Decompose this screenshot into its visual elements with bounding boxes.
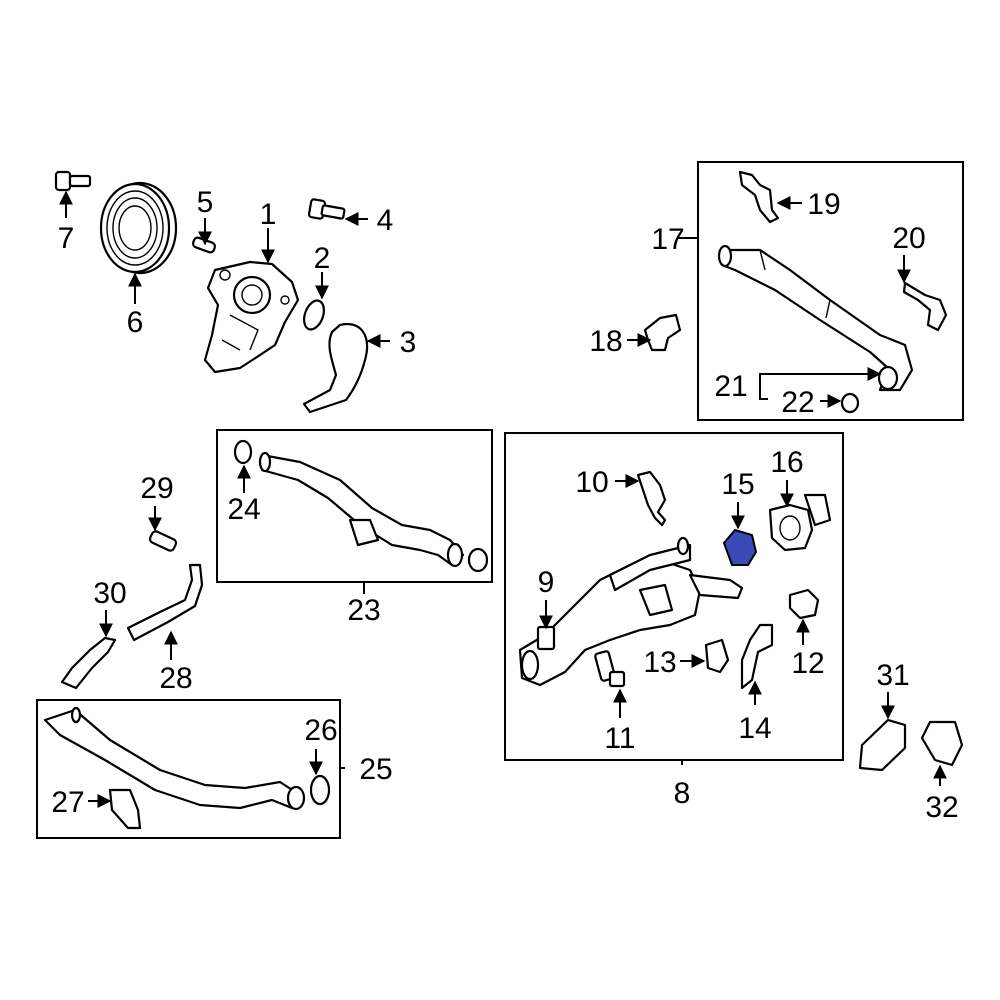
callout-13: 13	[643, 646, 676, 679]
part-11-sensor[interactable]	[594, 650, 626, 688]
callout-23: 23	[347, 594, 380, 627]
part-3-gasket[interactable]	[302, 322, 369, 414]
callout-8: 8	[674, 777, 691, 810]
callout-9: 9	[538, 566, 555, 599]
callout-17: 17	[651, 223, 684, 256]
callout-15: 15	[721, 468, 754, 501]
part-30-hose[interactable]	[60, 636, 117, 690]
callout-4: 4	[377, 204, 394, 237]
part-32-gasket[interactable]	[920, 720, 964, 767]
part-15-thermostat[interactable]	[722, 528, 758, 566]
callout-6: 6	[127, 306, 144, 339]
callout-19: 19	[807, 188, 840, 221]
part-22-o-ring[interactable]	[840, 392, 860, 414]
part-1-water-pump[interactable]	[203, 260, 300, 374]
part-25-pipe[interactable]	[43, 706, 306, 811]
callout-28: 28	[159, 662, 192, 695]
part-24-o-ring[interactable]	[233, 439, 253, 465]
callout-12: 12	[791, 647, 824, 680]
part-4-bolt[interactable]	[307, 198, 346, 220]
part-29-fitting[interactable]	[148, 530, 178, 552]
part-26-o-ring[interactable]	[309, 774, 331, 806]
group-box-23	[216, 429, 493, 583]
callout-3: 3	[400, 326, 417, 359]
callout-10: 10	[575, 466, 608, 499]
part-28-pipe[interactable]	[126, 563, 204, 642]
callout-32: 32	[925, 791, 958, 824]
callout-31: 31	[876, 659, 909, 692]
part-8-thermostat-housing[interactable]	[518, 536, 744, 687]
part-12-connector[interactable]	[788, 588, 820, 620]
callout-5: 5	[197, 186, 214, 219]
callout-11: 11	[604, 722, 635, 755]
part-14-bracket[interactable]	[740, 623, 774, 690]
part-17-pipe[interactable]	[717, 244, 914, 392]
part-18-bracket[interactable]	[643, 313, 682, 352]
callout-1: 1	[260, 198, 277, 231]
callout-21: 21	[714, 370, 747, 403]
part-23-o-ring-end[interactable]	[467, 547, 489, 573]
callout-7: 7	[58, 222, 75, 255]
part-9-bracket[interactable]	[536, 625, 556, 651]
callout-29: 29	[140, 472, 173, 505]
part-20-bracket[interactable]	[902, 281, 948, 332]
callout-25: 25	[359, 753, 392, 786]
part-6-pulley[interactable]	[99, 181, 178, 275]
group-box-17	[697, 161, 964, 421]
part-19-bracket[interactable]	[738, 170, 780, 224]
part-23-pipe[interactable]	[258, 451, 465, 568]
callout-20: 20	[892, 222, 925, 255]
callout-26: 26	[304, 714, 337, 747]
part-7-bolt[interactable]	[54, 170, 92, 192]
callout-18: 18	[589, 325, 622, 358]
callout-22: 22	[781, 386, 814, 419]
callout-16: 16	[770, 446, 803, 479]
part-13-clip[interactable]	[704, 638, 730, 674]
part-31-gasket[interactable]	[858, 718, 907, 772]
part-10-sensor[interactable]	[636, 470, 667, 527]
callout-24: 24	[227, 493, 260, 526]
part-27-bracket[interactable]	[108, 788, 142, 830]
callout-30: 30	[93, 577, 126, 610]
leader-lines	[59, 190, 947, 808]
callout-labels: 1 2 3 4 5 6 7 8 9 10 11 12 13 14 15 16 1…	[51, 186, 958, 824]
part-16-gasket-housing[interactable]	[768, 493, 832, 552]
group-box-8	[504, 432, 844, 761]
callout-27: 27	[51, 786, 84, 819]
callout-14: 14	[738, 712, 771, 745]
callout-2: 2	[314, 242, 331, 275]
part-2-o-ring[interactable]	[300, 298, 327, 332]
